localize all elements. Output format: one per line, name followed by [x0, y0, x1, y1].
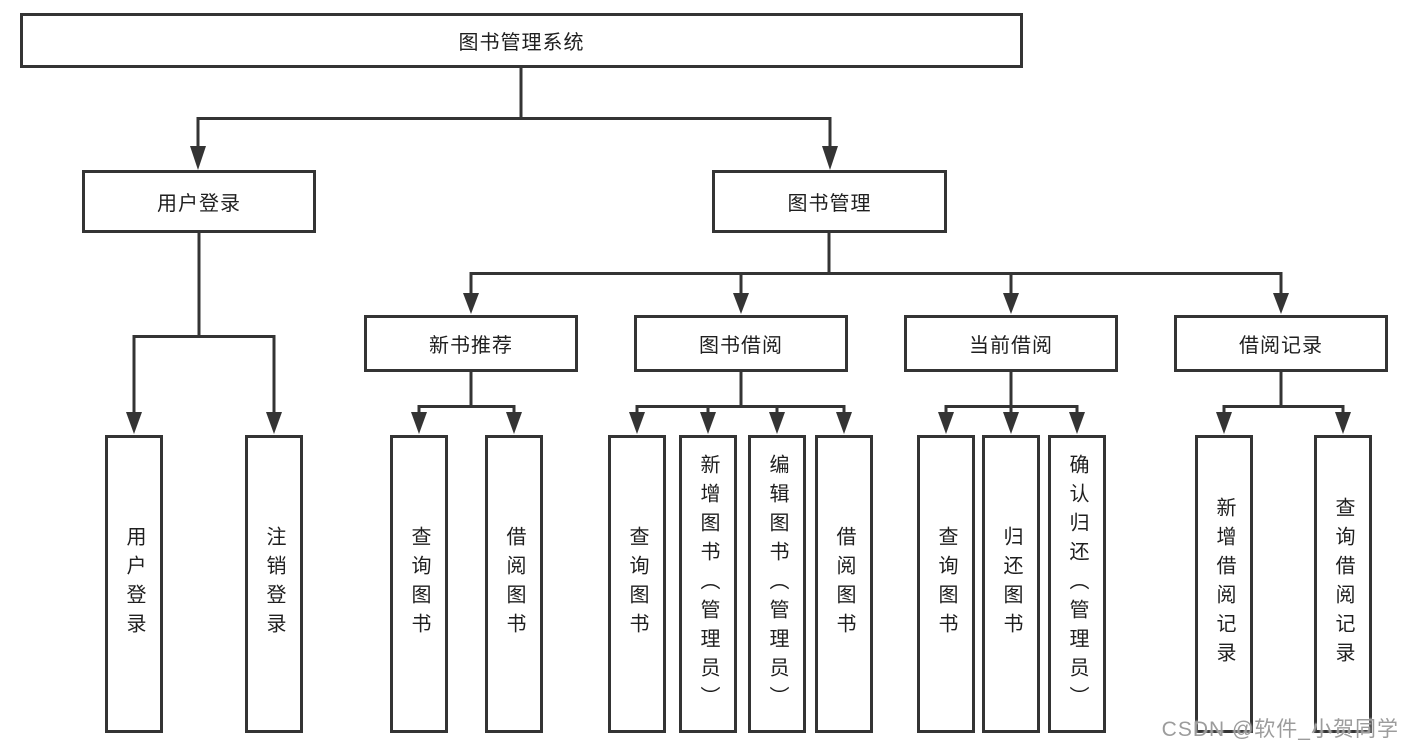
leaf-label: 借阅图书	[503, 526, 525, 642]
node-label: 用户登录	[157, 193, 241, 215]
leaf-label: 查询图书	[935, 526, 957, 642]
leaf-borrow-books: 借阅图书	[815, 435, 873, 733]
csdn-watermark: CSDN @软件_小贺同学	[1161, 718, 1399, 741]
node-label: 借阅记录	[1239, 335, 1323, 357]
node-current-borrow: 当前借阅	[904, 315, 1118, 372]
leaf-label: 归还图书	[1000, 526, 1022, 642]
leaf-label: 查询借阅记录	[1332, 497, 1354, 671]
node-user-login: 用户登录	[82, 170, 316, 233]
leaf-label: 查询图书	[408, 526, 430, 642]
leaf-query-books: 查询图书	[917, 435, 975, 733]
leaf-query-books: 查询图书	[608, 435, 666, 733]
leaf-label: 编辑图书（管理员）	[766, 453, 788, 715]
leaf-logout: 注销登录	[245, 435, 303, 733]
node-new-book-recommend: 新书推荐	[364, 315, 578, 372]
leaf-query-borrow-record: 查询借阅记录	[1314, 435, 1372, 733]
leaf-borrow-books: 借阅图书	[485, 435, 543, 733]
leaf-label: 确认归还（管理员）	[1066, 453, 1088, 715]
node-book-management: 图书管理	[712, 170, 947, 233]
leaf-user-login: 用户登录	[105, 435, 163, 733]
leaf-label: 新增图书（管理员）	[697, 453, 719, 715]
node-system-root: 图书管理系统	[20, 13, 1023, 68]
leaf-return-books: 归还图书	[982, 435, 1040, 733]
leaf-add-borrow-record: 新增借阅记录	[1195, 435, 1253, 733]
leaf-query-books: 查询图书	[390, 435, 448, 733]
leaf-label: 新增借阅记录	[1213, 497, 1235, 671]
node-label: 图书借阅	[699, 335, 783, 357]
leaf-label: 用户登录	[123, 526, 145, 642]
node-book-borrow: 图书借阅	[634, 315, 848, 372]
leaf-edit-books-admin: 编辑图书（管理员）	[748, 435, 806, 733]
leaf-confirm-return-admin: 确认归还（管理员）	[1048, 435, 1106, 733]
leaf-label: 注销登录	[263, 526, 285, 642]
leaf-label: 借阅图书	[833, 526, 855, 642]
leaf-label: 查询图书	[626, 526, 648, 642]
node-label: 当前借阅	[969, 335, 1053, 357]
node-borrow-records: 借阅记录	[1174, 315, 1388, 372]
leaf-add-books-admin: 新增图书（管理员）	[679, 435, 737, 733]
node-label: 图书管理系统	[458, 32, 585, 54]
node-label: 图书管理	[787, 193, 872, 215]
node-label: 新书推荐	[429, 335, 513, 357]
